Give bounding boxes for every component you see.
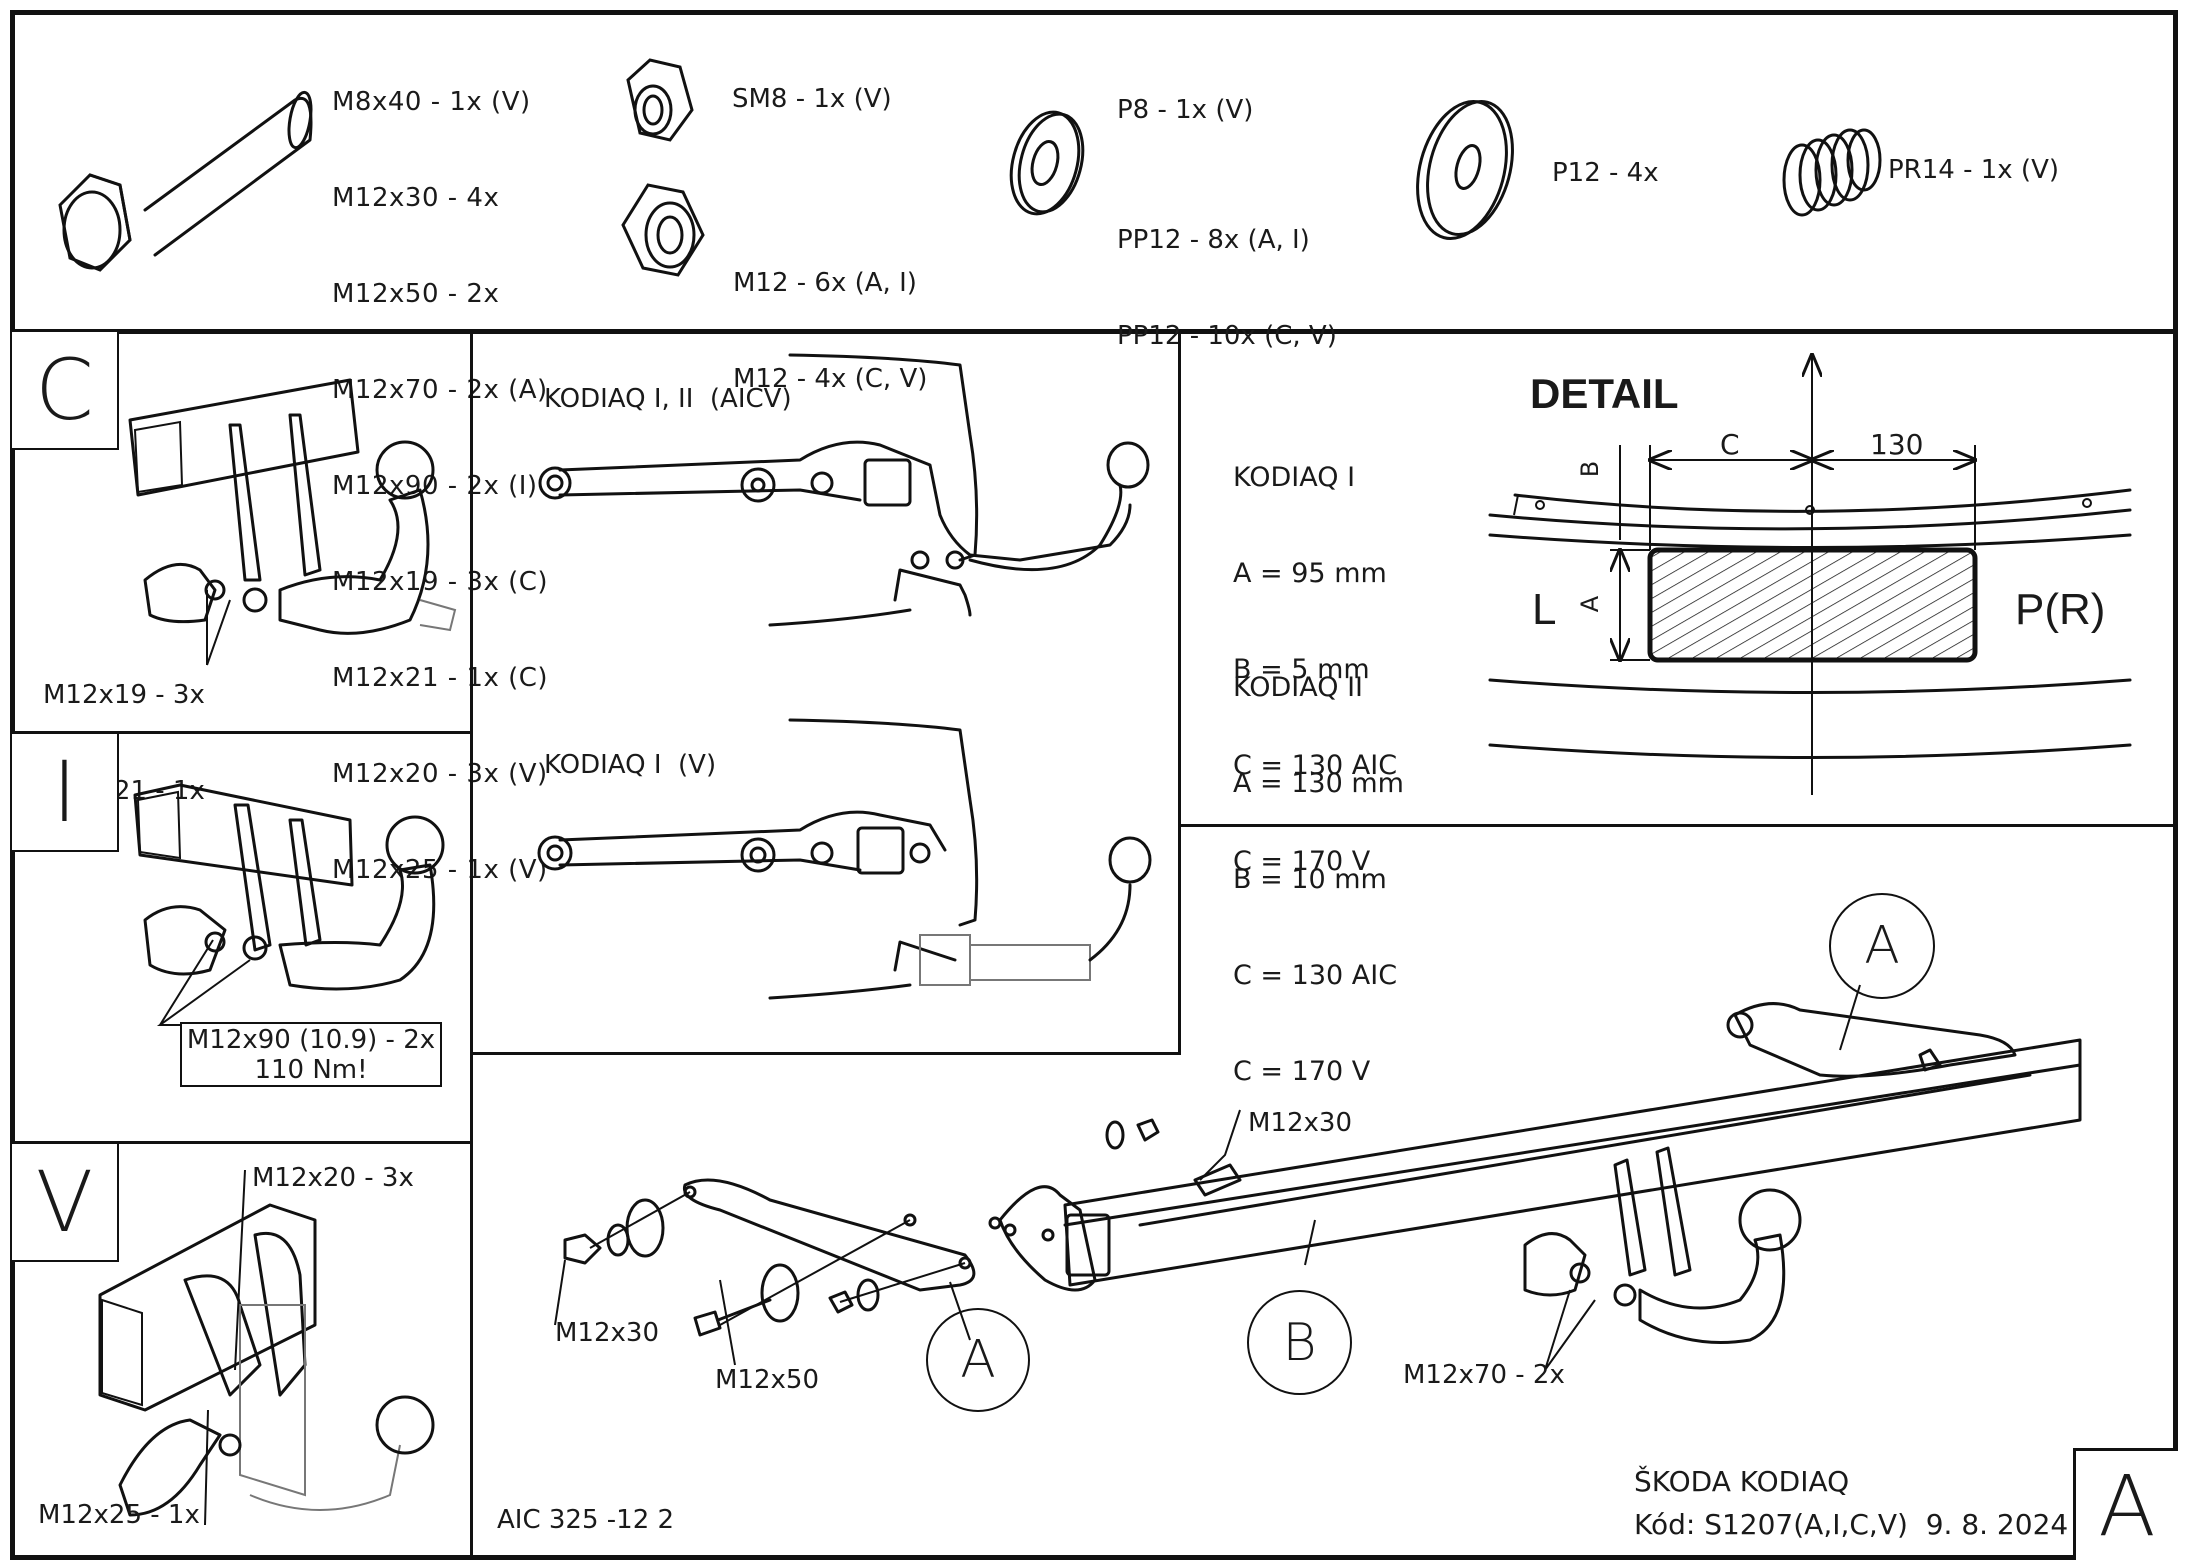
bolt-list-item: M12x20 - 3x (V) — [332, 759, 548, 789]
spec-line: B = 10 mm — [1233, 864, 1387, 895]
assembly-label-m12x30-right: M12x30 — [1248, 1108, 1352, 1138]
document-title: ŠKODA KODIAQ — [1634, 1465, 1850, 1498]
variant-c-bolt-label: M12x19 - 3x — [43, 680, 205, 710]
bolt-list-item: M12x90 - 2x (I) — [332, 471, 538, 501]
callout-b: B — [1247, 1290, 1352, 1395]
side-views-bottom-border — [470, 1052, 1181, 1055]
variant-c-letter: C — [35, 341, 94, 439]
washer-pp12-list: PP12 - 8x (A, I) PP12 - 10x (C, V) — [1117, 160, 1337, 384]
assembly-leader-lines-top — [1199, 1109, 1241, 1181]
side-views-right-border — [1178, 332, 1181, 1055]
variant-c-towbar-illustration — [128, 378, 457, 635]
bolt-list-item: M8x40 - 1x (V) — [332, 87, 531, 117]
spec-line: A = 130 mm — [1233, 768, 1404, 799]
detail-dim-b: B — [1576, 460, 1605, 478]
detail-kodiaq2-specs: KODIAQ II A = 130 mm B = 10 mm C = 130 A… — [1233, 608, 1404, 1120]
spec-line: A = 95 mm — [1233, 558, 1387, 589]
assembly-illustration — [563, 1002, 2082, 1344]
nut-list: M12 - 6x (A, I) M12 - 4x (C, V) — [733, 203, 927, 427]
callout-a-right: A — [1829, 893, 1935, 999]
hex-nut-icon — [621, 183, 705, 277]
detail-right-side-label: P(R) — [2015, 585, 2106, 634]
bolt-list: M8x40 - 1x (V) M12x30 - 4x M12x50 - 2x M… — [332, 22, 548, 918]
assembly-label-m12x70: M12x70 - 2x — [1403, 1360, 1565, 1390]
variant-c-leader-lines — [206, 590, 231, 666]
washer-pp12-item: PP12 - 10x (C, V) — [1117, 321, 1337, 351]
lock-nut-icon — [626, 58, 694, 142]
nut-list-item: M12 - 6x (A, I) — [733, 268, 917, 298]
variant-i-badge: I — [12, 734, 119, 852]
washer-large-label: P12 - 4x — [1552, 158, 1659, 188]
side-view-top-illustration — [538, 353, 1150, 627]
bolt-list-item: M12x21 - 1x (C) — [332, 663, 549, 693]
assembly-leader-lines — [554, 1219, 1596, 1371]
detail-kodiaq1-specs: KODIAQ I A = 95 mm B = 5 mm C = 130 AIC … — [1233, 398, 1397, 910]
spec-line: C = 130 AIC — [1233, 960, 1398, 991]
washer-pp12-item: PP12 - 8x (A, I) — [1117, 225, 1310, 255]
callout-a-left-letter: A — [960, 1330, 996, 1390]
variant-i-leader-lines — [156, 939, 251, 1026]
sheet-variant-badge: A — [2073, 1448, 2178, 1560]
spring-icon — [1782, 128, 1882, 217]
variant-v-bottom-label: M12x25 - 1x — [38, 1500, 200, 1530]
left-column-divider — [470, 332, 473, 1560]
drawing-number: AIC 325 -12 2 — [497, 1505, 675, 1535]
detail-dim-a: A — [1576, 595, 1605, 613]
variant-i-torque: 110 Nm! — [254, 1054, 368, 1085]
side-view-bottom-title: KODIAQ I (V) — [544, 750, 717, 780]
callout-a-left: A — [926, 1308, 1030, 1412]
washer-small-label: P8 - 1x (V) — [1117, 95, 1254, 125]
side-view-bottom-illustration — [537, 718, 1152, 1000]
variant-i-letter: I — [52, 743, 77, 841]
detail-diagram — [1488, 345, 2132, 795]
callout-a-right-letter: A — [1864, 916, 1900, 976]
lock-nut-label: SM8 - 1x (V) — [732, 84, 892, 114]
spec-line: KODIAQ II — [1233, 672, 1363, 703]
detail-dim-130: 130 — [1870, 428, 1924, 461]
washer-small-icon — [1009, 110, 1085, 216]
bolt-list-item: M12x50 - 2x — [332, 279, 500, 309]
spec-line: C = 170 V — [1233, 1056, 1371, 1087]
assembly-leader-a-right — [1839, 984, 1861, 1051]
detail-bottom-border — [1180, 824, 2175, 827]
spec-line: KODIAQ I — [1233, 462, 1356, 493]
side-view-top-title: KODIAQ I, II (AICV) — [544, 384, 792, 414]
bolt-list-item: M12x30 - 4x — [332, 183, 500, 213]
spring-label: PR14 - 1x (V) — [1888, 155, 2060, 185]
variant-i-divider — [10, 1141, 472, 1144]
variant-v-badge: V — [12, 1144, 119, 1262]
detail-title: DETAIL — [1530, 370, 1679, 417]
detail-dim-c: C — [1720, 428, 1740, 461]
variant-v-top-label: M12x20 - 3x — [252, 1163, 414, 1193]
spec-line: C = 130 AIC — [1233, 750, 1398, 781]
detail-left-side-label: L — [1532, 585, 1557, 634]
parts-row-divider — [10, 329, 2178, 334]
sheet-variant-letter: A — [2098, 1456, 2156, 1555]
assembly-label-m12x30-left: M12x30 — [555, 1318, 659, 1348]
variant-v-leader-lines — [204, 1169, 246, 1526]
nut-list-item: M12 - 4x (C, V) — [733, 364, 928, 394]
variant-i-torque-box: M12x90 (10.9) - 2x 110 Nm! — [180, 1022, 442, 1087]
variant-c-divider — [10, 731, 472, 734]
bolt-icon — [58, 90, 313, 272]
washer-large-icon — [1416, 100, 1514, 240]
variant-c-badge: C — [12, 332, 119, 450]
spec-line: B = 5 mm — [1233, 654, 1370, 685]
callout-b-letter: B — [1282, 1312, 1317, 1373]
variant-v-letter: V — [35, 1153, 94, 1251]
variant-v-towbar-illustration — [98, 1203, 435, 1517]
spec-line: C = 170 V — [1233, 846, 1371, 877]
variant-i-towbar-illustration — [133, 783, 445, 991]
document-code: Kód: S1207(A,I,C,V) 9. 8. 2024 — [1634, 1508, 2069, 1541]
variant-i-bolt-spec: M12x90 (10.9) - 2x — [186, 1024, 436, 1055]
assembly-label-m12x50: M12x50 — [715, 1365, 819, 1395]
